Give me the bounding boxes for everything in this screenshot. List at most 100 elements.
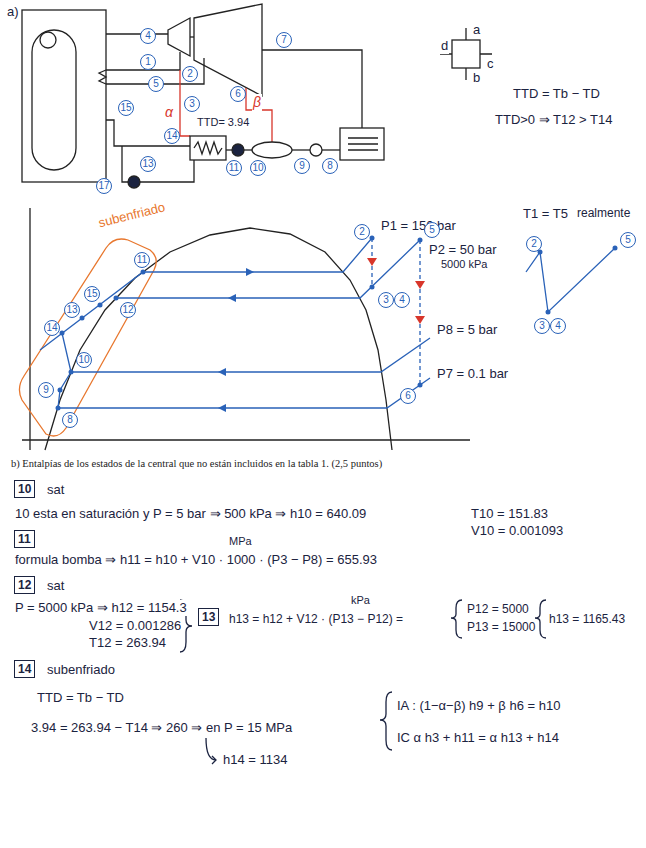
state-number: 14 — [164, 128, 180, 144]
handwritten-note: P1 = 150 bar — [380, 218, 457, 234]
state-dot — [58, 388, 63, 393]
unit-note: kPa — [350, 594, 371, 607]
heater-coil — [194, 142, 222, 154]
state-number: 2 — [526, 236, 542, 252]
handwritten-note: T1 = T5 — [522, 206, 569, 222]
state-number: 11 — [134, 252, 150, 268]
red-arrow — [415, 281, 425, 289]
deaerator — [252, 142, 292, 158]
handwritten-note: V12 = 0.001286 — [88, 618, 182, 634]
flow-arrow — [218, 404, 226, 412]
isobar — [116, 240, 420, 298]
expansion-arrows — [367, 258, 425, 324]
handwritten-note: h13 = h12 + V12 · (P13 − P12) = — [228, 612, 404, 626]
extraction-fraction: β — [252, 94, 262, 111]
heater-stubs — [440, 28, 492, 80]
feed-pipe — [292, 149, 310, 150]
feedwater-heater — [190, 136, 226, 160]
plant-schematic — [22, 4, 492, 188]
state-number: 14 — [44, 320, 60, 336]
state-number: 6 — [400, 388, 416, 404]
isobar — [40, 238, 372, 350]
handwritten-note: d — [440, 38, 449, 54]
state-number: 8 — [62, 412, 78, 428]
unit-note: 5000 kPa — [440, 258, 488, 271]
state-number: 3 — [534, 318, 550, 334]
state-number: 5 — [424, 222, 440, 238]
handwritten-note: sat — [46, 482, 65, 498]
state-dot — [546, 310, 551, 315]
feed-pipe — [106, 120, 190, 146]
state-number: 2 — [354, 224, 370, 240]
state-number: 12 — [18, 578, 31, 592]
handwritten-note: P8 = 5 bar — [436, 322, 498, 338]
state-dot — [56, 406, 61, 411]
feed-pipe — [226, 149, 232, 150]
handwritten-note: 3.94 = 263.94 − T14 ⇒ 260 ⇒ en P = 15 MP… — [30, 720, 293, 736]
handwritten-note: 10 esta en saturación y P = 5 bar ⇒ 500 … — [14, 506, 367, 522]
cold-reheat-pipe — [106, 52, 180, 70]
real-expansion-sketch — [526, 248, 615, 312]
state-number: 14 — [18, 662, 31, 676]
handwritten-note: realmente — [576, 206, 631, 220]
pump-symbol — [232, 144, 244, 156]
handwritten-note: IC α h3 + h11 = α h13 + h14 — [396, 730, 560, 746]
state-box: 10 — [14, 480, 35, 498]
state-number: 8 — [322, 158, 338, 174]
handwritten-note: V10 = 0.001093 — [470, 523, 564, 539]
state-dot — [114, 296, 119, 301]
state-dot — [69, 370, 74, 375]
extraction-pipe — [246, 88, 272, 142]
steam-pipe — [106, 33, 168, 34]
state-number: 11 — [18, 532, 31, 546]
state-number: 15 — [84, 286, 100, 302]
subcooled-region — [19, 239, 156, 436]
state-number: 3 — [378, 292, 394, 308]
state-dot — [613, 246, 618, 251]
handwritten-note: P2 = 50 bar — [428, 242, 498, 258]
state-number: 2 — [182, 66, 198, 82]
state-dot — [370, 285, 375, 290]
brace — [451, 600, 462, 638]
state-number: 10 — [250, 160, 266, 176]
isobar — [71, 338, 430, 372]
handwritten-note: sat — [46, 578, 65, 594]
red-arrow — [367, 258, 377, 266]
boiler-tube — [32, 30, 76, 170]
isobar — [58, 378, 430, 408]
state-dot — [80, 316, 85, 321]
state-number: 6 — [230, 86, 246, 102]
region-label: subenfriado — [96, 199, 168, 231]
pump-symbol — [310, 144, 322, 156]
reheater-coil — [99, 70, 106, 84]
extraction-fraction: α — [164, 104, 174, 121]
handwritten-note: IA : (1−α−β) h9 + β h6 = h10 — [396, 698, 561, 714]
state-dots — [56, 236, 618, 413]
handwritten-note: TTD>0 ⇒ T12 > T14 — [494, 112, 613, 128]
state-number: 3 — [184, 96, 200, 112]
state-number: 5 — [148, 76, 164, 92]
state-number: 1 — [140, 54, 156, 70]
flow-arrow — [218, 368, 226, 376]
state-box: 14 — [14, 660, 35, 678]
handwritten-note: a — [472, 22, 481, 38]
ts-diagram — [19, 208, 617, 450]
handwritten-note: subenfriado — [46, 662, 116, 678]
heater-sketch — [452, 40, 480, 68]
state-number: 17 — [96, 178, 112, 194]
handwritten-note: h14 = 1134 — [222, 752, 288, 768]
state-number: 4 — [394, 292, 410, 308]
handwritten-note: h13 = 1165.43 — [548, 612, 626, 626]
boiler-casing — [22, 10, 106, 182]
state-dot — [141, 270, 146, 275]
handwritten-note: formula bomba ⇒ h11 = h10 + V10 · 1000 ·… — [14, 552, 378, 568]
handwritten-note: P = 5000 kPa ⇒ h12 = 1154.3 — [14, 600, 188, 616]
handwritten-note: TTD = Tb − TD — [512, 86, 601, 102]
state-box: 12 — [14, 576, 35, 594]
condenser — [340, 128, 384, 160]
state-dot — [60, 331, 65, 336]
flow-arrow — [228, 294, 236, 302]
handwritten-note: a) — [6, 4, 20, 20]
axes — [22, 208, 470, 450]
